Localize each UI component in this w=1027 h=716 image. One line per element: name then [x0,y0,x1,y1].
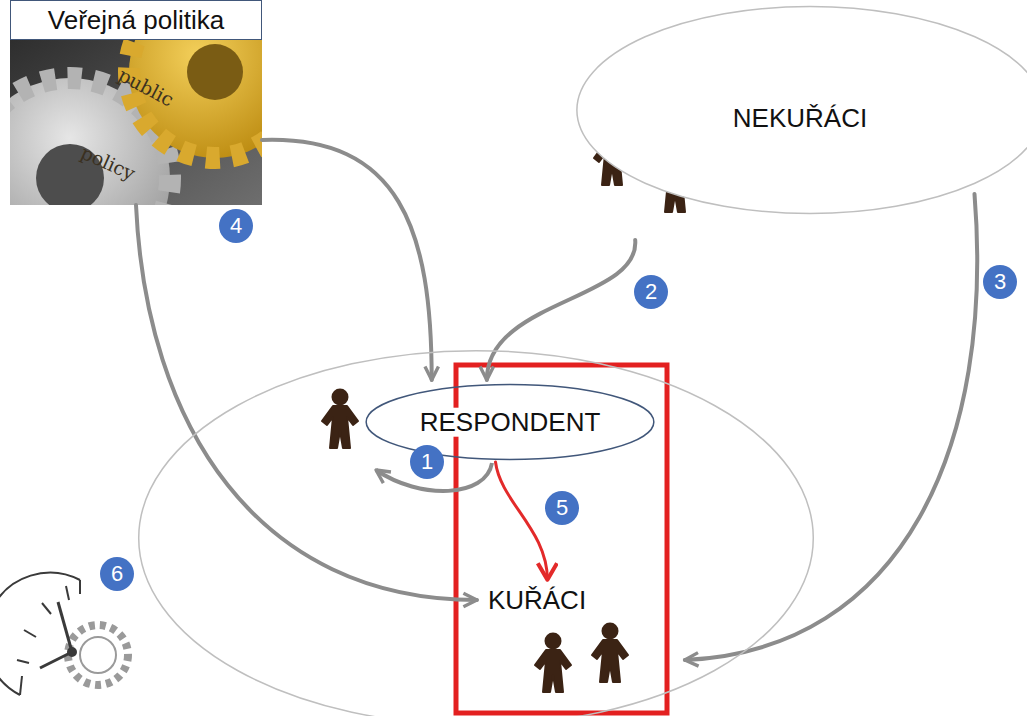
callout-number: 3 [983,265,1017,299]
influence-arrow [262,140,432,380]
callout-number: 5 [545,491,579,525]
clock-gear-icon [0,573,128,695]
public-policy-image [10,40,262,205]
box-title: Veřejná politika [45,6,227,35]
node-label: RESPONDENT [417,408,604,437]
callout-number: 6 [100,557,134,591]
title-box: Veřejná politika [10,0,262,40]
influence-arrow [487,240,636,380]
callout-number: 4 [219,209,253,243]
callout-number: 2 [634,275,668,309]
node-label: NEKUŘÁCI [730,104,870,133]
person-figure [535,633,571,693]
highlight-arrow [496,462,548,580]
ellipse-outline [577,6,1027,213]
influence-arrow [136,205,477,600]
callout-number: 1 [410,445,444,479]
group-ellipse: NEKUŘÁCI [575,5,1027,215]
group-ellipse: KUŘÁCI RESPONDENT [136,348,816,716]
ellipse-outline [366,385,654,460]
person-figure [322,389,358,449]
policy-box: Veřejná politika [10,0,262,205]
ellipse-outline [139,351,814,716]
node-label: KUŘÁCI [485,586,589,615]
ellipse-outline [136,348,816,716]
influence-arrow [685,194,977,660]
respondent-ellipse: RESPONDENT [365,384,655,460]
person-figure [592,623,628,683]
